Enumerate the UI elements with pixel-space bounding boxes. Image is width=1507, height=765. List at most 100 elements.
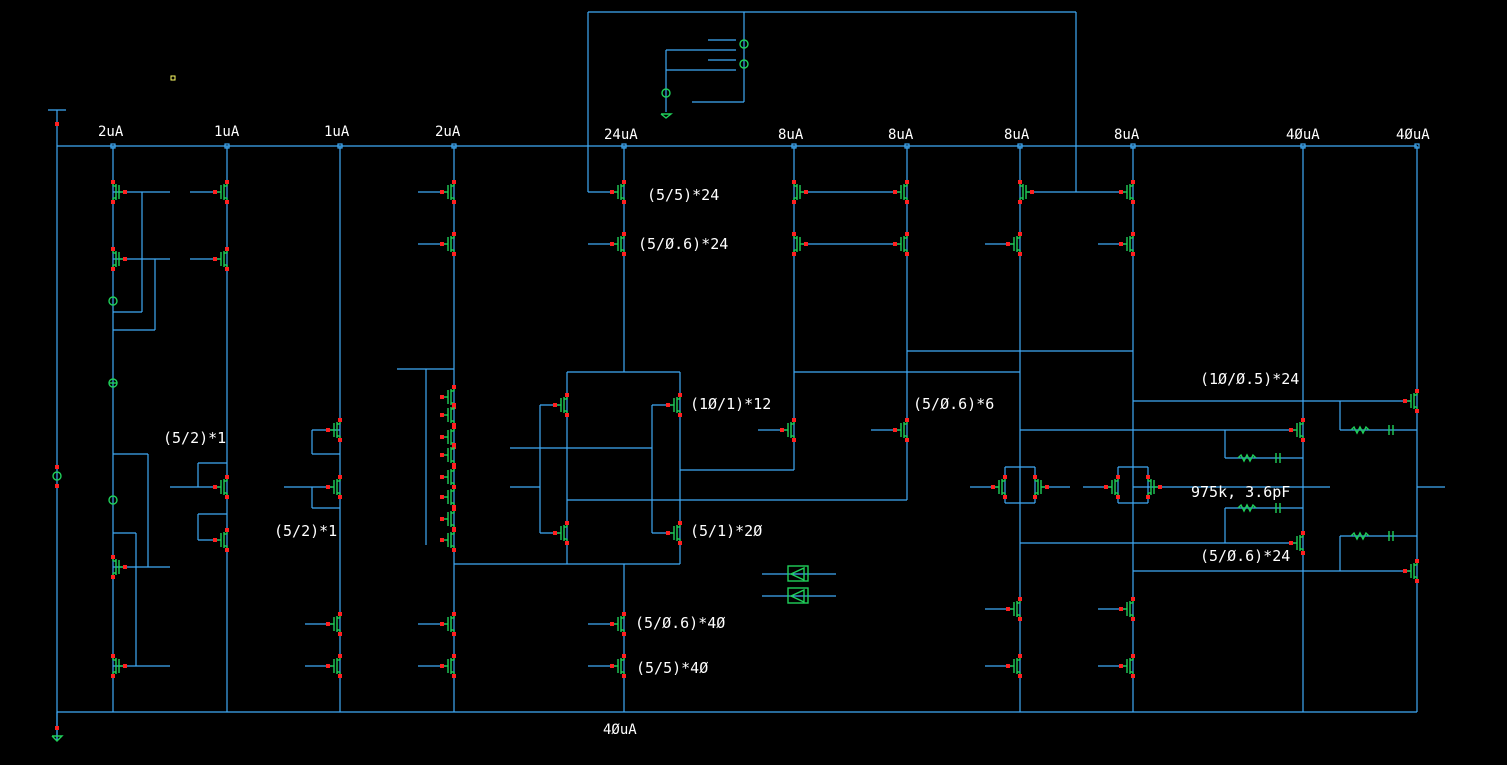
resistor-icon [1237,453,1257,463]
resistor-icon [1237,503,1257,513]
mosfet-icon [111,180,127,204]
mosfet-icon [440,465,456,489]
pin-marker [337,143,343,149]
pin-marker [791,143,797,149]
mosfet-icon [1289,531,1305,555]
size-label: (5/Ø.6)*4Ø [635,614,725,632]
mosfet-icon [1119,654,1135,678]
pin-marker [55,122,59,126]
mosfet-icon [666,521,682,545]
mosfet-icon [1018,180,1034,204]
mosfet-icon [1403,389,1419,413]
mosfet-icon [440,654,456,678]
pin-marker [451,143,457,149]
mosfet-icon [213,528,229,552]
mosfet-icon [1119,232,1135,256]
pin-marker [1414,143,1420,149]
mosfet-icon [893,418,909,442]
pin-marker [1017,143,1023,149]
mosfet-icon [111,654,127,678]
size-labels: (5/5)*24 (5/Ø.6)*24 (1Ø/1)*12 (5/Ø.6)*6 … [163,186,1299,677]
current-label: 8uA [778,127,804,143]
mosfet-icon [610,232,626,256]
mosfet-icon [1006,232,1022,256]
mosfet-icon [1119,597,1135,621]
pin-marker [55,465,59,469]
mosfet-icon [326,654,342,678]
current-label: 4ØuA [1286,127,1320,143]
size-label: 975k, 3.6pF [1191,483,1290,501]
size-label: (5/2)*1 [274,522,337,540]
mosfet-icon [780,418,796,442]
mosfet-icon [440,180,456,204]
mosfet-icon [991,475,1007,499]
bias-node-icon [739,39,749,49]
mosfet-icon [440,612,456,636]
mosfet-icon [1104,475,1120,499]
pin-marker [55,484,59,488]
current-label: 2uA [98,124,124,140]
current-source-icon [108,495,118,505]
ground-icon [51,735,64,742]
size-label: (5/Ø.6)*24 [1200,547,1290,565]
bias-node-icon [739,59,749,69]
current-source-icon [661,88,671,98]
vdd-source-icon [52,471,62,481]
size-label: (5/Ø.6)*24 [638,235,728,253]
size-label: (5/1)*2Ø [690,522,762,540]
mosfet-icon [1403,559,1419,583]
supply-symbols [51,39,749,742]
mosfet-icon [1289,418,1305,442]
size-label: (5/2)*1 [163,429,226,447]
mosfet-icon [1146,475,1162,499]
pin-marker [224,143,230,149]
size-label: (5/5)*24 [647,186,719,204]
pin-marker [110,143,116,149]
pin-marker [904,143,910,149]
size-label: (1Ø/Ø.5)*24 [1200,370,1299,388]
mosfet-icon [610,612,626,636]
mosfet-icon [610,654,626,678]
current-source-icon [108,296,118,306]
current-labels: 2uA 1uA 1uA 2uA 24uA 8uA 8uA 8uA 8uA 4Øu… [98,124,1430,738]
mosfet-icon [440,232,456,256]
size-label: (5/Ø.6)*6 [913,395,994,413]
current-label: 8uA [1004,127,1030,143]
mosfet-icon [610,180,626,204]
size-label: (5/5)*4Ø [636,659,708,677]
mosfet-icon [893,232,909,256]
pin-marker [55,726,59,730]
mosfet-icon [553,393,569,417]
current-label: 1uA [214,124,240,140]
mosfet-icon [1033,475,1049,499]
mosfet-icon [893,180,909,204]
pin-marker [1300,143,1306,149]
mosfet-icon [111,555,127,579]
resistor-icon [1350,425,1370,435]
size-label: (1Ø/1)*12 [690,395,771,413]
current-label: 4ØuA [603,722,637,738]
transistors [55,122,1420,730]
mosfet-icon [213,247,229,271]
mosfet-icon [792,232,808,256]
mosfet-icon [1006,597,1022,621]
mosfet-icon [326,612,342,636]
current-label: 4ØuA [1396,127,1430,143]
pin-marker [621,143,627,149]
mosfet-icon [1119,180,1135,204]
mosfet-icon [792,180,808,204]
mosfet-icon [326,418,342,442]
buffer-symbols [787,565,809,604]
current-label: 8uA [1114,127,1140,143]
current-label: 2uA [435,124,461,140]
pin-marker [1130,143,1136,149]
mosfet-icon [440,403,456,427]
mosfet-icon [213,475,229,499]
rc-network [1237,425,1394,541]
current-label: 8uA [888,127,914,143]
mosfet-icon [326,475,342,499]
marker-icon [170,75,176,81]
mosfet-icon [440,528,456,552]
mosfet-icon [111,247,127,271]
